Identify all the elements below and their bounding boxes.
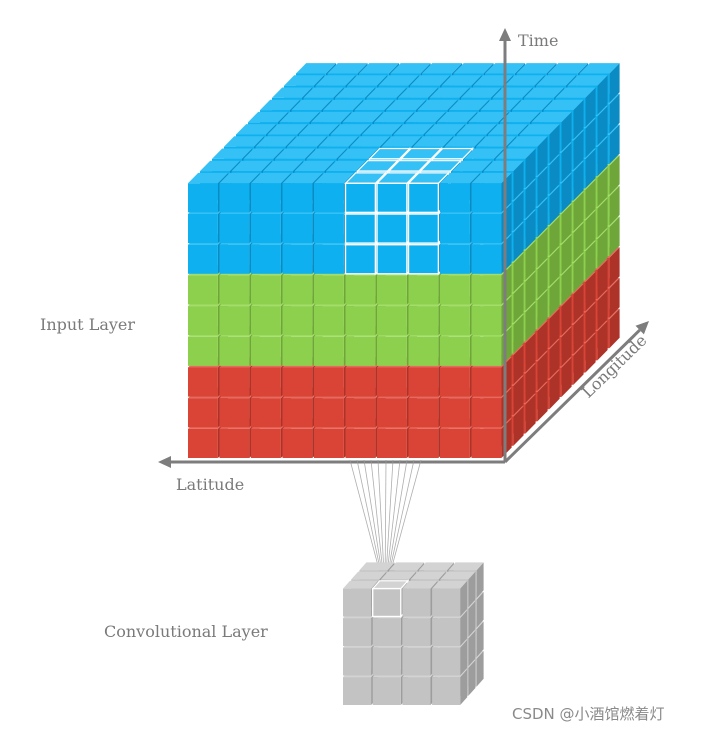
input-layer-cube: [188, 63, 620, 458]
cube-cell: [432, 580, 468, 617]
convolutional-layer-cube: [343, 562, 484, 705]
time-axis-label: Time: [518, 31, 559, 50]
axes: [158, 28, 649, 468]
watermark: CSDN @小酒馆燃着灯: [512, 705, 665, 723]
convolutional-layer-label: Convolutional Layer: [104, 622, 268, 641]
input-layer-label: Input Layer: [40, 315, 136, 334]
time-axis-arrow: [499, 28, 511, 462]
latitude-axis-label: Latitude: [176, 475, 245, 494]
latitude-axis-arrow: [158, 456, 505, 468]
longitude-axis-arrow: [503, 321, 649, 464]
